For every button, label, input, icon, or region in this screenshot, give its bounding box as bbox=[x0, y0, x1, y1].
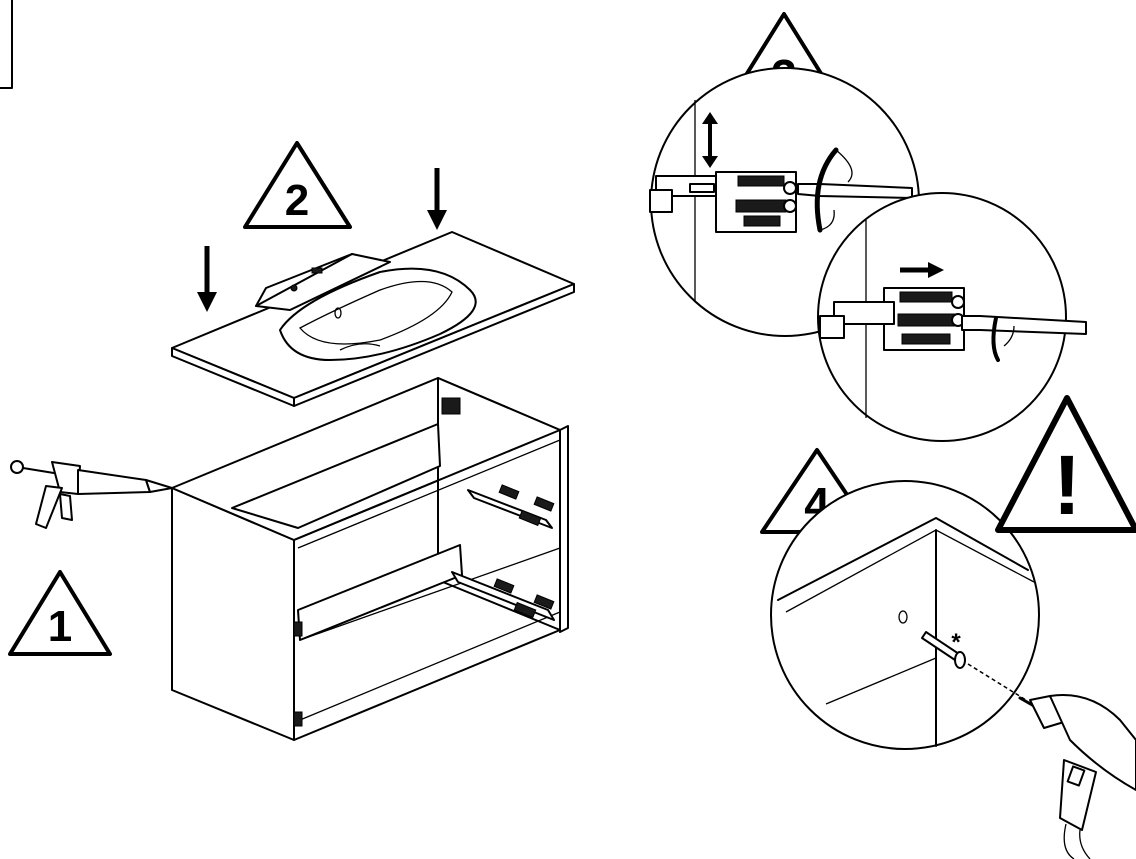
arrow-down-icon bbox=[197, 246, 217, 312]
arrow-down-icon bbox=[427, 168, 447, 230]
step-1-marker: 1 bbox=[8, 570, 112, 656]
step-2-label: 2 bbox=[285, 176, 309, 225]
drawer-runner-upper bbox=[467, 484, 555, 529]
cabinet-hinge bbox=[293, 711, 303, 727]
hanging-bracket-icon bbox=[649, 171, 797, 233]
step-2-marker: 2 bbox=[243, 141, 352, 229]
sink-basin bbox=[279, 267, 477, 361]
power-drill-icon bbox=[1018, 694, 1136, 859]
arrow-right-icon bbox=[900, 262, 944, 278]
step-1-label: 1 bbox=[48, 602, 72, 651]
caulking-gun-icon bbox=[10, 460, 173, 529]
sink-countertop bbox=[171, 231, 575, 407]
vanity-cabinet bbox=[171, 377, 569, 741]
cabinet-top-rail bbox=[231, 423, 441, 529]
cabinet-top-bracket bbox=[441, 397, 461, 415]
annotation-asterisk: * bbox=[951, 629, 961, 656]
warning-marker: ! bbox=[995, 395, 1136, 533]
wall-plug-icon bbox=[921, 631, 966, 669]
arrow-up-down-icon bbox=[702, 112, 718, 168]
drawer-runner-lower bbox=[451, 571, 555, 621]
frame-corner bbox=[0, 0, 13, 89]
cabinet-middle-rail bbox=[297, 544, 463, 641]
detail-wall-drilling: * bbox=[770, 480, 1040, 750]
warning-symbol: ! bbox=[1053, 438, 1081, 532]
detail-bracket-tighten bbox=[817, 192, 1087, 442]
cabinet-hinge bbox=[293, 621, 303, 637]
